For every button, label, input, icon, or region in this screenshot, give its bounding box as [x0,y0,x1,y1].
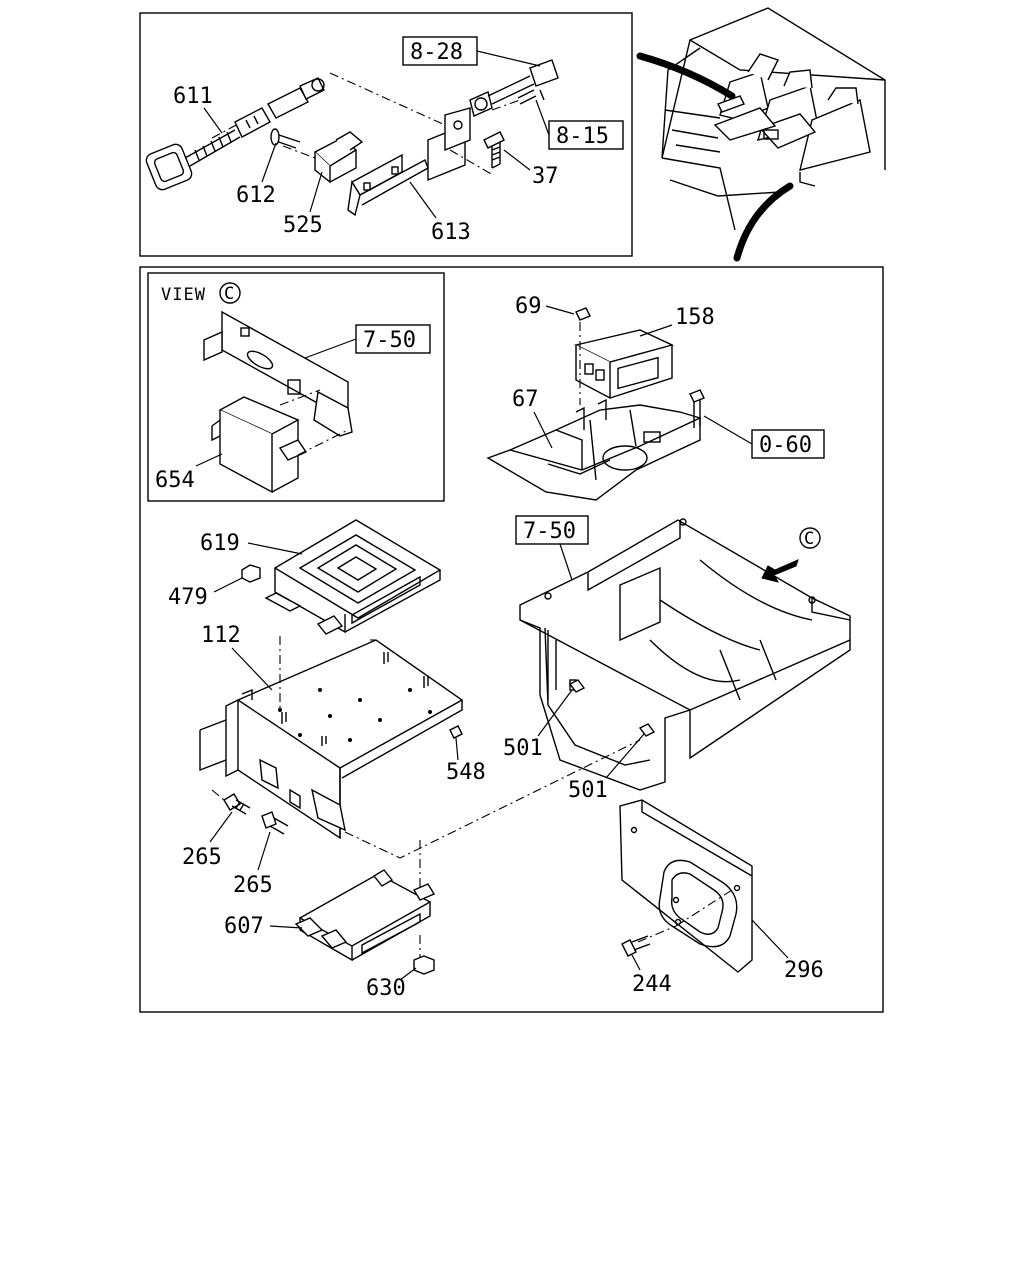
nut-501-right-icon [638,723,656,737]
part-619-label: 619 [200,531,240,556]
cab-location-view [636,7,886,262]
part-265-top-label: 265 [182,845,222,870]
module-607-drawing [294,840,436,962]
ref-8-28-label: 8-28 [410,40,463,65]
top-panel-frame [139,12,633,257]
part-525-label: 525 [283,213,323,238]
view-c-circle [219,282,241,304]
part-548-label: 548 [446,760,486,785]
tray-112-drawing [199,636,464,840]
part-158-label: 158 [675,305,715,330]
nut-501-left-icon [568,679,586,693]
part-296-label: 296 [784,958,824,983]
part-607-label: 607 [224,914,264,939]
section-c-letter: C [804,529,815,549]
bolt-265-drawing [211,789,289,835]
part-479-label: 479 [168,585,208,610]
section-c-circle [799,527,821,549]
nut-479-icon [241,564,261,583]
nut-630-icon [413,955,435,975]
part-37-label: 37 [532,164,559,189]
view-c-title: VIEW [161,285,206,305]
view-c-panel-frame [147,272,445,502]
control-unit-bracket-drawing [486,307,705,501]
floor-frame-drawing [519,518,851,791]
part-265-bottom-label: 265 [233,873,273,898]
ref-7-50-view-label: 7-50 [363,328,416,353]
view-c-letter: C [224,284,235,304]
part-654-label: 654 [155,468,195,493]
part-244-label: 244 [632,972,672,997]
ecu-619-drawing [264,519,442,635]
part-69-label: 69 [515,294,542,319]
part-112-label: 112 [201,623,241,648]
part-612-label: 612 [236,183,276,208]
ref-8-15-label: 8-15 [556,124,609,149]
switch-assembly-drawing [145,59,559,217]
part-630-label: 630 [366,976,406,1001]
part-611-label: 611 [173,84,213,109]
part-501-left-label: 501 [503,736,543,761]
part-67-label: 67 [512,387,539,412]
main-panel-frame [139,266,884,1013]
view-c-drawing [203,310,353,494]
view-c-direction-arrow [761,559,799,583]
clip-548-icon [449,725,463,739]
part-613-label: 613 [431,220,471,245]
ref-0-60-label: 0-60 [759,433,812,458]
cover-296-drawing [619,799,753,973]
ref-7-50-main-label: 7-50 [523,519,576,544]
ref-box-7-50-main[interactable] [515,515,589,545]
part-501-right-label: 501 [568,778,608,803]
